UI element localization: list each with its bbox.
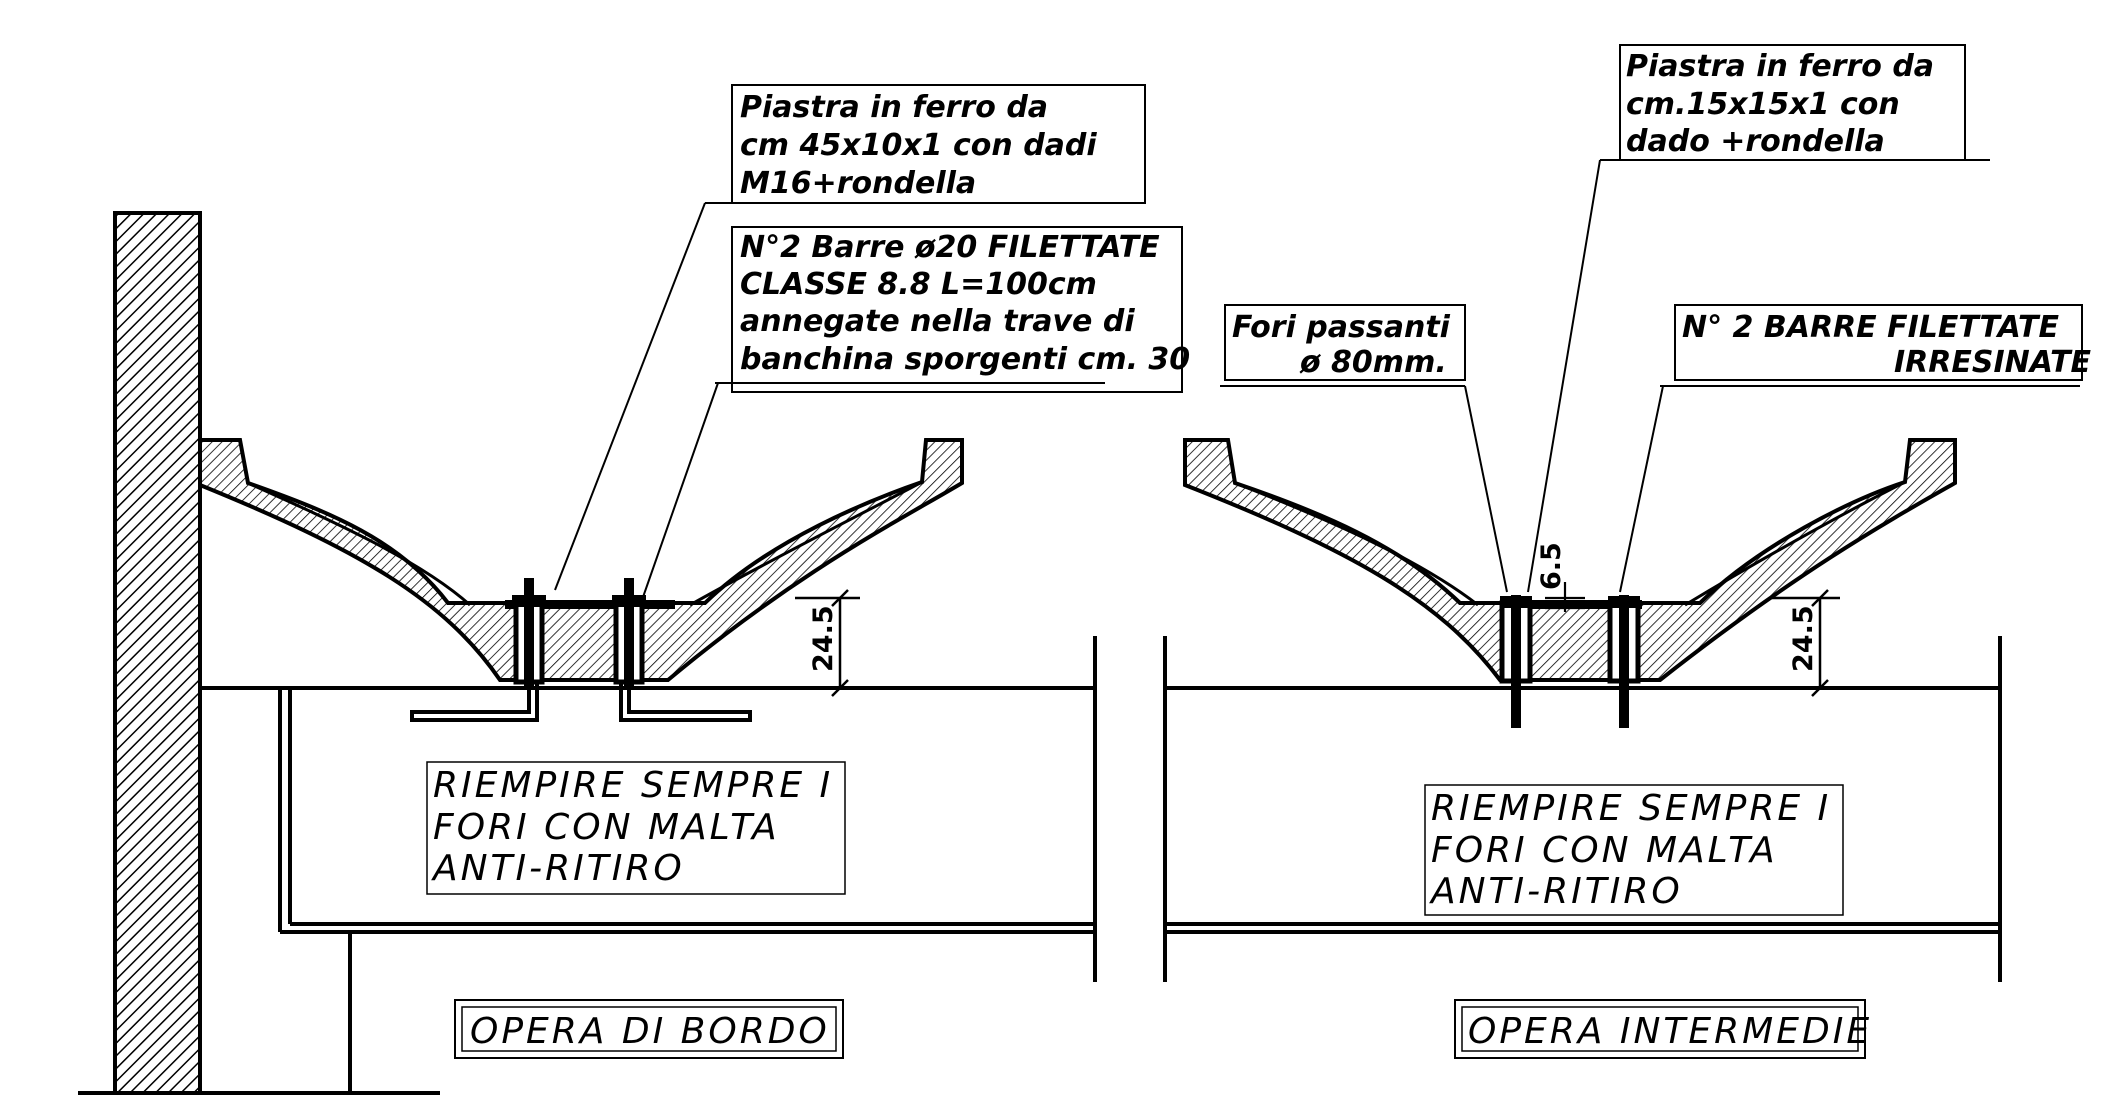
left-bearing-body — [198, 438, 964, 682]
right-dimension-label: 24.5 — [1788, 605, 1819, 672]
right-small-dimension — [1545, 582, 1585, 612]
left-dimension — [795, 589, 860, 697]
left-detail: 24.5 Piastra in ferro da cm 45x10x1 con … — [78, 84, 1190, 1095]
left-bars-leader — [641, 382, 719, 601]
right-plate-line-3: dado +rondella — [1626, 124, 1885, 159]
left-plate-line-2: cm 45x10x1 con dadi — [740, 128, 1097, 163]
right-plate-line-2: cm.15x15x1 con — [1626, 87, 1900, 122]
right-title: OPERA INTERMEDIE — [1468, 1011, 1872, 1052]
right-beam — [1163, 636, 2002, 982]
left-fill-line-3: ANTI-RITIRO — [431, 848, 685, 889]
left-dimension-label: 24.5 — [808, 605, 839, 672]
left-note-fill: RIEMPIRE SEMPRE I FORI CON MALTA ANTI-RI… — [426, 761, 846, 895]
left-bars-line-2: CLASSE 8.8 L=100cm — [740, 267, 1097, 302]
left-title-box: OPERA DI BORDO — [454, 999, 844, 1059]
left-top-plate — [505, 600, 675, 609]
right-bars-line-1: N° 2 BARRE FILETTATE — [1682, 310, 2059, 345]
right-note-fill: RIEMPIRE SEMPRE I FORI CON MALTA ANTI-RI… — [1424, 784, 1844, 916]
left-plate-line-1: Piastra in ferro da — [740, 90, 1048, 125]
left-bars-line-3: annegate nella trave di — [740, 304, 1135, 339]
right-note-holes: Fori passanti ø 80mm. — [1220, 304, 1466, 387]
left-fill-line-2: FORI CON MALTA — [433, 807, 780, 848]
abutment-wall — [113, 211, 202, 1095]
right-holes-line-1: Fori passanti — [1232, 310, 1451, 345]
right-detail: 6.5 24.5 Piastra in ferro da cm.15x15x1 … — [1163, 44, 2092, 1059]
right-bars-leader — [1619, 385, 1664, 593]
left-plate-leader — [554, 202, 706, 591]
right-fill-line-3: ANTI-RITIRO — [1429, 871, 1683, 912]
left-note-plate: Piastra in ferro da cm 45x10x1 con dadi … — [705, 84, 1146, 204]
right-plate-line-1: Piastra in ferro da — [1626, 49, 1934, 84]
left-note-bars: N°2 Barre ø20 FILETTATE CLASSE 8.8 L=100… — [715, 226, 1190, 393]
right-plate-leader — [1527, 159, 1601, 593]
left-bars-line-4: banchina sporgenti cm. 30 — [740, 342, 1190, 377]
left-plate-line-3: M16+rondella — [740, 166, 976, 201]
right-fill-line-1: RIEMPIRE SEMPRE I — [1431, 788, 1831, 829]
right-note-plate: Piastra in ferro da cm.15x15x1 con dado … — [1600, 44, 1990, 161]
right-holes-line-2: ø 80mm. — [1299, 345, 1447, 380]
right-note-bars: N° 2 BARRE FILETTATE IRRESINATE — [1660, 304, 2092, 387]
right-title-box: OPERA INTERMEDIE — [1454, 999, 1872, 1059]
left-beam — [200, 636, 1097, 1093]
right-fill-line-2: FORI CON MALTA — [1431, 830, 1778, 871]
right-bearing-body — [1183, 438, 1957, 682]
left-bars-line-1: N°2 Barre ø20 FILETTATE — [740, 230, 1160, 265]
right-top-plate — [1502, 600, 1642, 609]
left-fill-line-1: RIEMPIRE SEMPRE I — [433, 765, 833, 806]
right-holes-leader — [1464, 385, 1508, 593]
right-bars-line-2: IRRESINATE — [1894, 345, 2092, 380]
left-title: OPERA DI BORDO — [470, 1011, 830, 1052]
right-dimension — [1770, 589, 1840, 697]
right-small-dimension-label: 6.5 — [1536, 542, 1567, 590]
